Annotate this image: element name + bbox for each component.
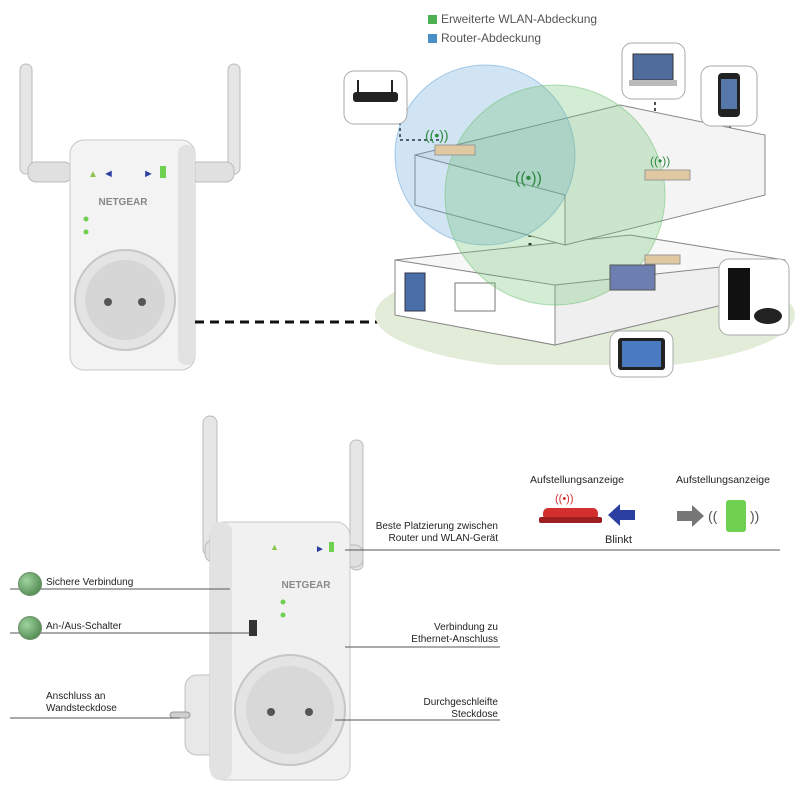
svg-text:)): )) [750,508,759,524]
svg-text:((: (( [708,508,718,524]
console-thumbnail [718,258,790,336]
blink-label: Blinkt [605,534,632,546]
legend-router-swatch [428,33,437,43]
router-thumbnail [343,70,408,125]
green-indicator-icon: (( )) [708,500,759,532]
passthrough-label-line1: Durchgeschleifte [423,697,498,708]
bottom-extender-device: ▲ ► NETGEAR [169,415,364,781]
top-brand-logo: NETGEAR [99,197,149,208]
smartphone-thumbnail [700,65,758,127]
legend-router-coverage: Router-Abdeckung [428,31,541,45]
wall-socket-label-line2: Wandsteckdose [46,703,117,714]
gray-arrow-icon [677,505,704,527]
tablet-thumbnail [609,330,674,378]
blue-arrow-icon [608,504,635,526]
svg-text:▲: ▲ [88,169,98,180]
legend-extended-label: Erweiterte WLAN-Abdeckung [441,12,598,26]
indicator-right-title: Aufstellungsanzeige [676,474,770,486]
top-extender-device: ▲ ◄ ► NETGEAR [19,63,241,371]
router-coverage-bubble [394,64,576,246]
callout-lines [10,549,780,721]
legend-extended-coverage: Erweiterte WLAN-Abdeckung [428,12,597,26]
secure-connection-icon [18,572,42,596]
bottom-right-antenna [349,439,364,571]
ethernet-label-line2: Ethernet-Anschluss [411,634,498,645]
laptop-thumbnail [621,42,686,100]
left-antenna [19,63,33,175]
red-indicator-icon: ((•)) [539,493,602,523]
indicator-left-title: Aufstellungsanzeige [530,474,624,486]
svg-text:((•)): ((•)) [650,154,670,168]
power-switch-label: An-/Aus-Schalter [46,621,122,632]
svg-text:((•)): ((•)) [555,493,574,505]
power-switch-icon [18,616,42,640]
secure-connection-label: Sichere Verbindung [46,577,134,588]
bottom-brand-logo: NETGEAR [282,580,332,591]
ethernet-label-line1: Verbindung zu [434,622,498,633]
house-illustration: ((•)) ((•)) ((•)) [375,64,795,365]
power-switch [249,620,257,636]
placement-label-line2: Router und WLAN-Gerät [388,533,499,544]
svg-text:((•)): ((•)) [515,170,542,187]
wall-socket-label-line1: Anschluss an [46,691,106,702]
passthrough-label-line2: Steckdose [451,709,498,720]
svg-text:▲: ▲ [270,542,279,552]
legend-router-label: Router-Abdeckung [441,31,542,45]
placement-label-line1: Beste Platzierung zwischen [375,521,498,532]
svg-text:((•)): ((•)) [425,127,449,143]
svg-text:►: ► [315,544,325,555]
svg-text:◄: ◄ [103,168,114,180]
legend-extended-swatch [428,14,437,24]
svg-text:►: ► [143,168,154,180]
extended-coverage-bubble [444,84,666,306]
